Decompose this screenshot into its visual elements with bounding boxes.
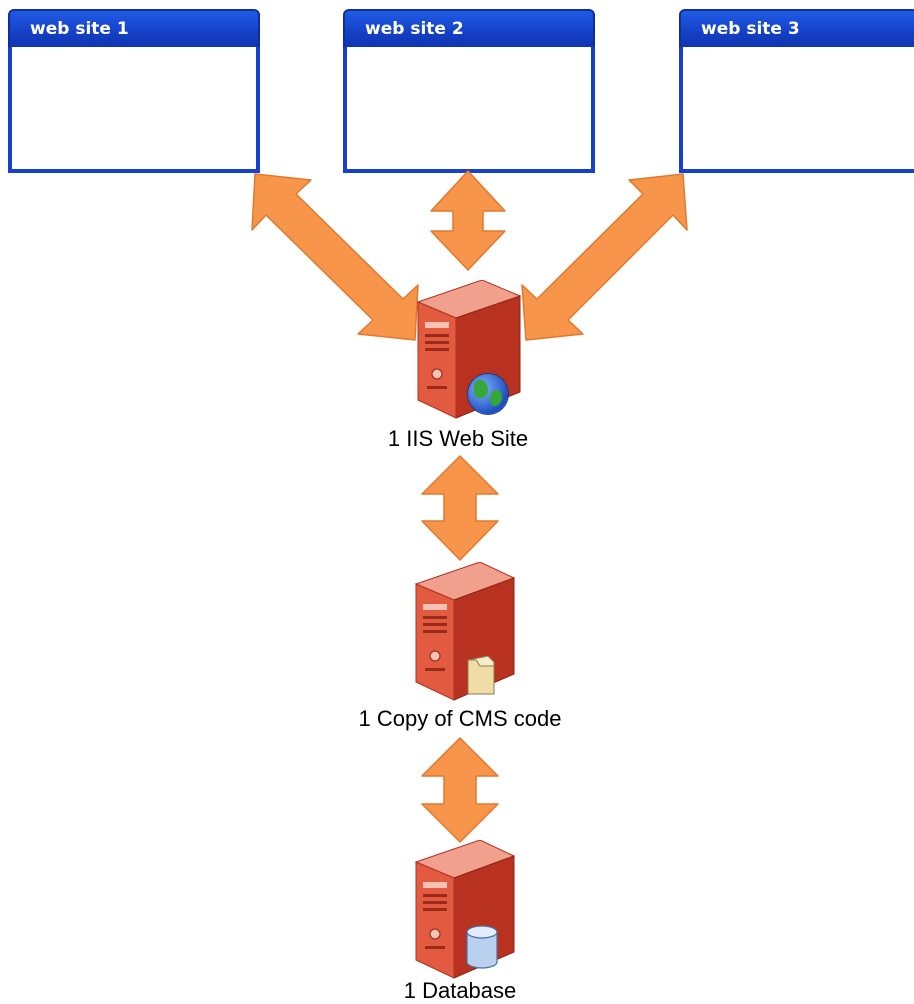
db-label: 1 Database [403,978,517,1003]
iis-server-icon [412,279,524,420]
arrow-website1-iis [251,173,419,341]
globe-icon [468,374,508,414]
arrow-website2-iis [430,170,506,271]
website-3-body [679,47,914,173]
arrow-cms-db [421,737,499,843]
arrow-website3-iis [521,173,688,341]
database-icon [464,924,500,970]
website-3-title: web site 3 [679,9,914,49]
folder-icon [466,655,496,696]
website-1-body [8,47,260,173]
db-server-icon [410,839,520,980]
iis-label: 1 IIS Web Site [387,426,529,451]
cms-label: 1 Copy of CMS code [358,706,562,731]
website-3-window: web site 3 [679,9,914,173]
website-1-title: web site 1 [8,9,260,49]
cms-server-icon [410,561,520,702]
website-1-window: web site 1 [8,9,260,173]
arrow-iis-cms [421,455,499,561]
website-2-window: web site 2 [343,9,595,173]
